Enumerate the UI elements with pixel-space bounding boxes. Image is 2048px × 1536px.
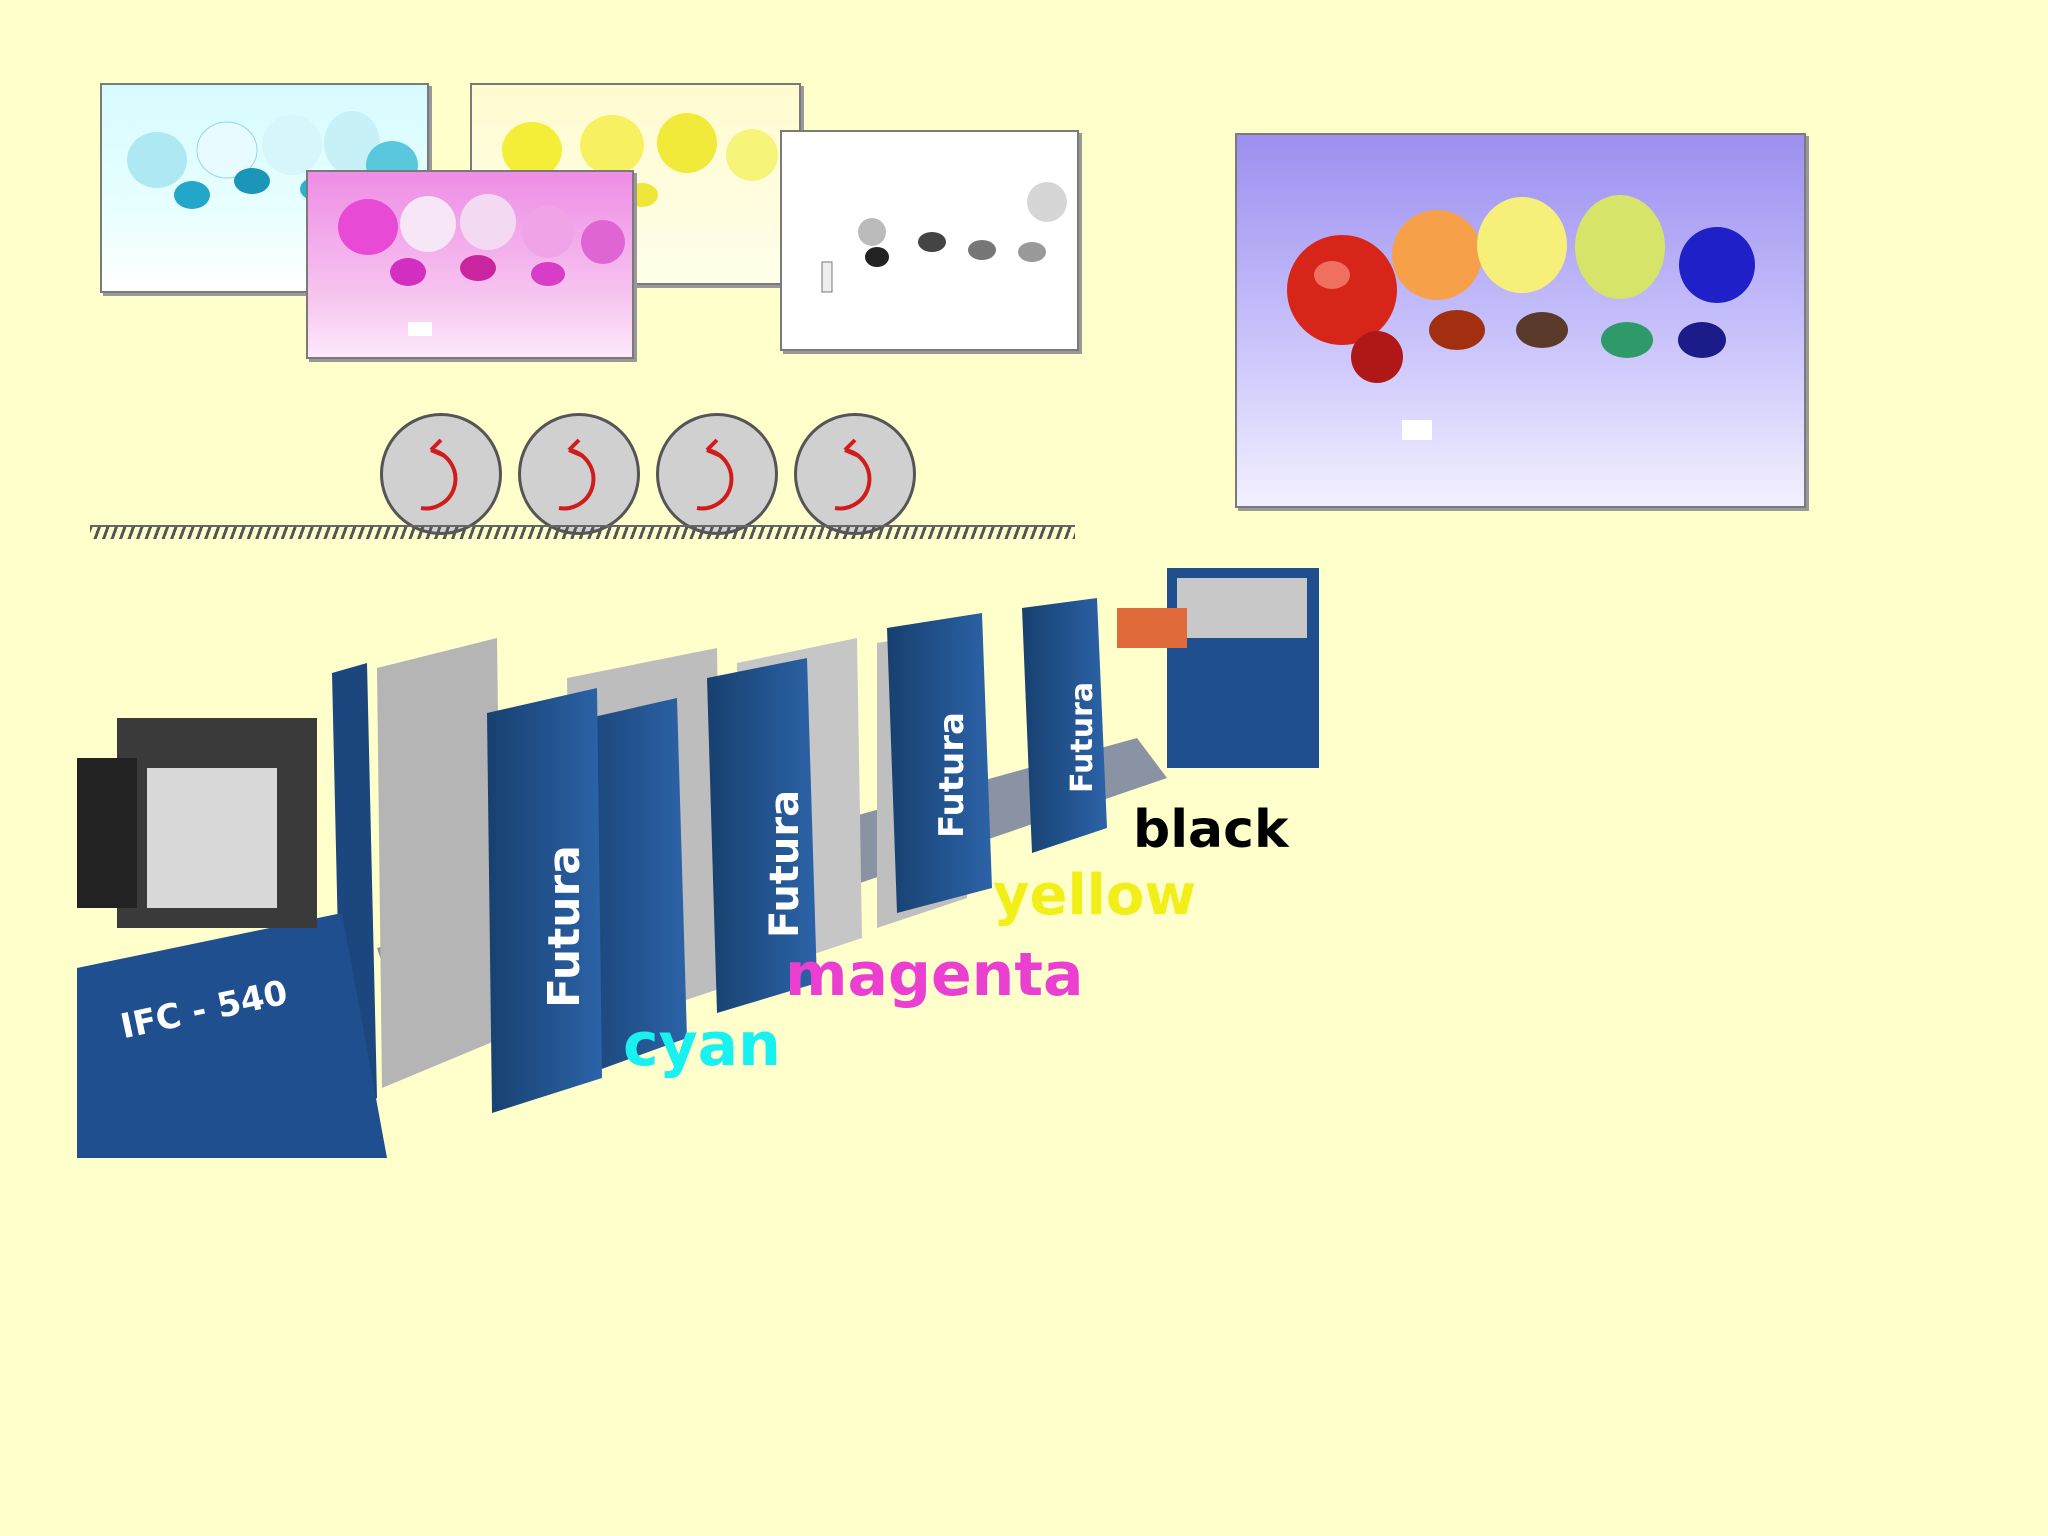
black-separation-image (780, 130, 1079, 351)
magenta-separation-image (306, 170, 634, 359)
label-yellow: yellow (993, 863, 1197, 928)
rotate-arrow-icon (558, 438, 596, 511)
magenta-fruit-picture (338, 194, 625, 336)
printing-press-image: IFC - 540 Futura Futura Futura Futura (77, 568, 1319, 1158)
rotate-arrow-icon (420, 438, 458, 511)
rotate-arrow-icon (834, 438, 872, 511)
roller-yellow (656, 413, 778, 535)
roller-magenta (518, 413, 640, 535)
press-unit-label-3: Futura (932, 712, 972, 838)
black-fruit-picture (821, 182, 1067, 293)
press-unit-label-4: Futura (1065, 681, 1100, 793)
roller-black (794, 413, 916, 535)
composite-color-image (1235, 133, 1806, 508)
label-black: black (1133, 800, 1289, 860)
press-drawing (77, 568, 1319, 1158)
label-cyan: cyan (623, 1010, 781, 1080)
press-unit-label-2: Futura (762, 789, 808, 938)
yellow-fruit-picture (502, 113, 778, 207)
roller-ground-line (90, 525, 1075, 539)
rotate-arrow-icon (696, 438, 734, 511)
press-unit-label-1: Futura (539, 845, 590, 1008)
composite-fruit-picture (1287, 195, 1755, 440)
roller-cyan (380, 413, 502, 535)
label-magenta: magenta (785, 940, 1084, 1010)
